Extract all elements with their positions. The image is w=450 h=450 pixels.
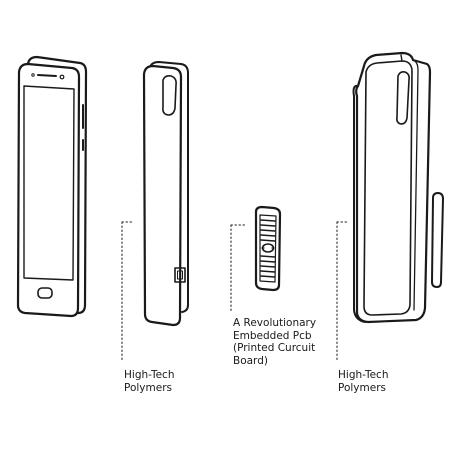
left-polymer-label: High-Tech Polymers	[124, 369, 174, 394]
right-polymer-label: High-Tech Polymers	[338, 369, 388, 394]
pcb-label: A Revolutionary Embedded Pcb (Printed Cu…	[233, 317, 316, 367]
right-polymer-label-line-1: High-Tech	[338, 369, 389, 381]
pcb-label-line-3: (Printed Curcuit	[233, 342, 316, 354]
pcb-label-line-2: Embedded Pcb	[233, 329, 312, 342]
right-polymer-label-line-2: Polymers	[338, 381, 386, 394]
case-back-shell-icon	[121, 61, 189, 361]
left-polymer-label-line-2: Polymers	[124, 381, 172, 394]
left-polymer-label-line-1: High-Tech	[124, 369, 175, 381]
smartphone-icon	[16, 55, 88, 318]
pcb-label-line-1: A Revolutionary	[233, 317, 317, 329]
pcb-label-line-4: Board)	[233, 354, 268, 367]
pcb-chip-icon	[230, 205, 282, 313]
case-frame-icon	[336, 51, 444, 361]
